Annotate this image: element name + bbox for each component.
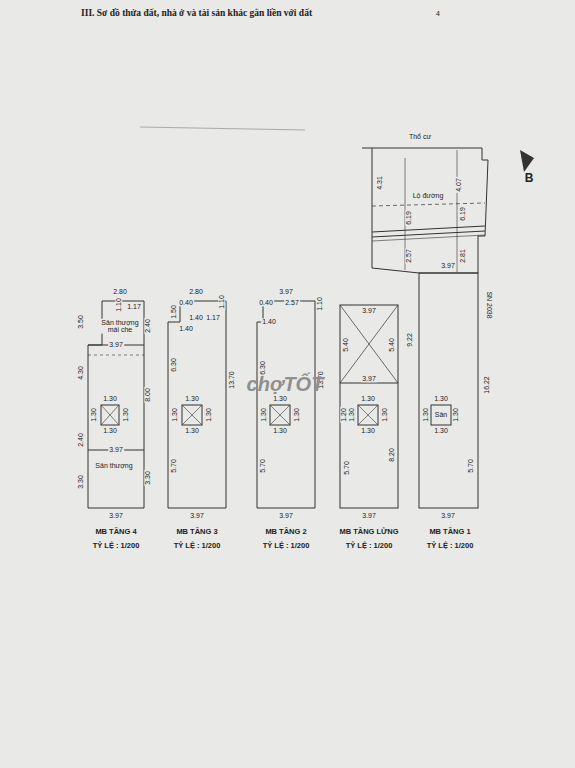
dimension-label: 3.97: [108, 512, 124, 519]
dimension-label: 1.30: [293, 407, 300, 423]
north-mark: B: [524, 172, 535, 185]
plan-title: MB TẦNG 1: [428, 528, 471, 536]
dimension-label: 2.57: [284, 299, 300, 306]
dimension-label: 5.70: [467, 458, 474, 474]
dimension-label: 5.40: [342, 337, 349, 353]
dimension-label: 3.97: [361, 307, 377, 314]
room-label: Sân thượng mái che: [99, 319, 141, 334]
dimension-label: 8.20: [388, 447, 395, 463]
dimension-label: 2.57: [405, 248, 412, 264]
dimension-label: 1.30: [184, 395, 200, 402]
dimension-label: 3.97: [108, 446, 124, 453]
dimension-label: 1.30: [184, 427, 200, 434]
alley-label: SN 2038: [485, 290, 492, 319]
dimension-label: 1.40: [261, 318, 277, 325]
dimension-label: 1.10: [115, 297, 122, 313]
dimension-label: 1.10: [316, 296, 323, 312]
dimension-label: 8.00: [144, 387, 151, 403]
dimension-label: 4.30: [77, 365, 84, 381]
dimension-label: 1.17: [205, 314, 221, 321]
room-label: Sân: [434, 411, 448, 418]
dimension-label: 1.30: [360, 395, 376, 402]
dimension-label: 4.07: [455, 177, 462, 193]
dimension-label: 2.40: [144, 318, 151, 334]
plan-title: MB TẦNG 3: [175, 528, 218, 536]
dimension-label: 1.30: [90, 407, 97, 423]
dimension-label: 2.80: [188, 288, 204, 295]
dimension-label: 0.40: [178, 299, 194, 306]
dimension-label: 1.30: [102, 395, 118, 402]
dimension-label: 1.30: [422, 407, 429, 423]
plan-title: MB TẦNG 2: [264, 528, 307, 536]
dimension-label: 3.30: [77, 474, 84, 490]
dimension-label: 1.30: [433, 395, 449, 402]
plan-title: MB TẦNG LỬNG: [338, 528, 399, 536]
dimension-label: 5.70: [170, 458, 177, 474]
dimension-label: 1.10: [218, 294, 225, 310]
dimension-label: 3.97: [361, 375, 377, 382]
dimension-label: 1.30: [360, 427, 376, 434]
dimension-label: 5.70: [343, 460, 350, 476]
dimension-label: 5.70: [259, 458, 266, 474]
dimension-label: 16.22: [483, 375, 490, 395]
dimension-label: 1.40: [178, 325, 194, 332]
dimension-label: 13.70: [228, 370, 235, 390]
dimension-label: 0.40: [258, 299, 274, 306]
dimension-label: 4.31: [376, 175, 383, 191]
dimension-label: 1.30: [381, 407, 388, 423]
dimension-label: 9.22: [406, 332, 413, 348]
dimension-label: 3.50: [77, 314, 84, 330]
dimension-label: 1.30: [452, 407, 459, 423]
watermark: chợTỐT: [246, 374, 325, 395]
dimension-label: 1.30: [102, 427, 118, 434]
plan-title: MB TẦNG 4: [94, 528, 137, 536]
dimension-label: 1.20: [340, 407, 347, 423]
scale-label: TỶ LỆ : 1/200: [345, 542, 394, 550]
dimension-label: 6.19: [459, 206, 466, 222]
dimension-label: 2.80: [112, 288, 128, 295]
dimension-label: 3.97: [440, 512, 456, 519]
area-label: Lộ đường: [412, 192, 445, 199]
dimension-label: 3.97: [361, 512, 377, 519]
scale-label: TỶ LỆ : 1/200: [92, 542, 141, 550]
room-label: Sân thượng: [94, 462, 133, 469]
area-label: Thổ cư: [408, 133, 432, 140]
dimension-label: 2.81: [459, 248, 466, 264]
dimension-label: 3.97: [108, 341, 124, 348]
dimension-label: 3.97: [189, 512, 205, 519]
dimension-label: 1.40: [188, 314, 204, 321]
scale-label: TỶ LỆ : 1/200: [262, 542, 311, 550]
page-number: 4: [435, 10, 441, 17]
dimension-label: 1.30: [272, 427, 288, 434]
dimension-label: 1.30: [348, 407, 355, 423]
dimension-label: 1.50: [170, 304, 177, 320]
dimension-label: 3.97: [440, 262, 456, 269]
scale-label: TỶ LỆ : 1/200: [426, 542, 475, 550]
page-heading: III. Sơ đồ thửa đất, nhà ở và tài sản kh…: [80, 9, 313, 19]
dimension-label: 6.30: [170, 357, 177, 373]
dimension-label: 1.30: [122, 407, 129, 423]
dimension-label: 3.97: [278, 512, 294, 519]
dimension-label: 6.19: [405, 210, 412, 226]
dimension-label: 3.30: [144, 470, 151, 486]
dimension-label: 2.40: [77, 432, 84, 448]
dimension-label: 1.30: [260, 407, 267, 423]
dimension-label: 1.30: [272, 395, 288, 402]
dimension-label: 1.30: [205, 407, 212, 423]
dimension-label: 1.30: [433, 427, 449, 434]
dimension-label: 3.97: [278, 288, 294, 295]
dimension-label: 1.17: [126, 303, 142, 310]
scale-label: TỶ LỆ : 1/200: [173, 542, 222, 550]
dimension-label: 1.30: [171, 407, 178, 423]
dimension-label: 5.40: [388, 337, 395, 353]
